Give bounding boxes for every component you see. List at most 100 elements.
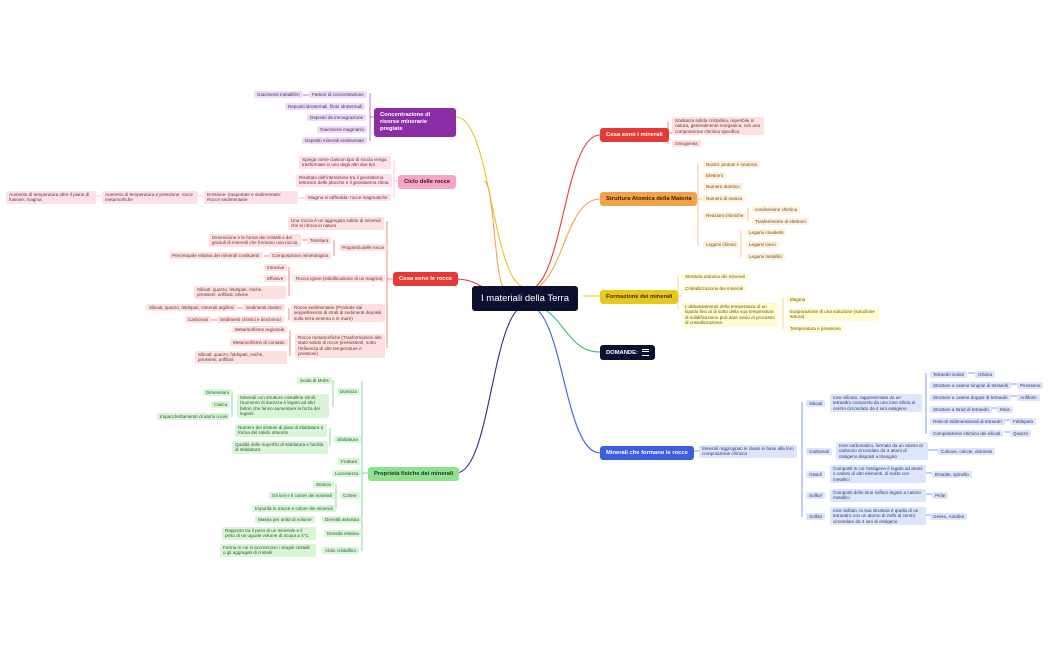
node-ioni-colore[interactable]: Gli ioni e il colore dei minerali: [269, 492, 335, 500]
node-elettroni[interactable]: Elettroni: [703, 172, 726, 180]
node-strutture-cristalline[interactable]: Minerali con strutture cristalline simil…: [237, 394, 329, 418]
node-cristallizzazione[interactable]: Cristallizzazione dei minerali: [682, 285, 746, 293]
node-proprieta-rocce[interactable]: Proprietà delle rocce: [339, 244, 388, 252]
node-silicati-ignee[interactable]: Silicati: quarzo, feldspati, miche, piro…: [194, 286, 286, 299]
node-numero-massa[interactable]: Numero di massa: [703, 195, 745, 203]
node-legami-ionici[interactable]: Legami ionici: [746, 241, 779, 249]
node-intrusive[interactable]: Intrusive: [264, 264, 288, 272]
branch-formazione-minerali[interactable]: Formazione dei minerali: [600, 290, 679, 304]
node-sedimenti-clastici[interactable]: Sedimenti clastici: [243, 304, 285, 312]
node-trasferimento-elettroni[interactable]: Trasferimento di elettroni: [752, 218, 809, 226]
node-dimensioni[interactable]: Dimensioni: [203, 389, 232, 397]
node-pirosseno[interactable]: Pirosseno: [1017, 382, 1044, 390]
node-magma-raffredda[interactable]: Magma si raffredda: rocce magmatiche: [305, 194, 391, 202]
node-massa-volume[interactable]: Massa per unità di volume: [255, 516, 315, 524]
node-reazioni-chimiche[interactable]: Reazioni chimiche: [703, 212, 747, 220]
node-solfuri-descrizione[interactable]: Composti dello ione solfuro legato a cat…: [830, 489, 926, 502]
node-quarzo[interactable]: Quarzo: [1010, 430, 1032, 438]
node-mica[interactable]: Mica: [997, 406, 1013, 414]
node-colore[interactable]: Colore: [340, 492, 360, 500]
node-striscio[interactable]: Striscio: [313, 481, 335, 489]
node-magma[interactable]: Magma: [787, 296, 809, 304]
node-legami-metallici[interactable]: Legami metallici: [746, 253, 785, 261]
node-anfibolo[interactable]: Anfibolo: [1017, 394, 1040, 402]
node-strati-tetraedri[interactable]: Strutture a strati di tetraedri: [930, 406, 992, 414]
node-durezza[interactable]: Durezza: [337, 388, 361, 396]
node-metamorfismo-regionale[interactable]: Metamorfismo regionale: [232, 326, 288, 334]
node-densita-relativa[interactable]: Densità relativa: [324, 530, 362, 538]
node-metamorfismo-contatto[interactable]: Metamorfismo di contatto: [230, 339, 288, 347]
node-sedimenti-chimici[interactable]: Sedimenti chimici e biochimici: [217, 316, 285, 324]
node-carbonati-descrizione[interactable]: Ione carbonatico, formato da un atomo di…: [836, 442, 928, 461]
node-tetraedri-isolati[interactable]: Tetraedri isolati: [930, 371, 967, 379]
node-abito-cristallino[interactable]: Abito cristallino: [322, 547, 359, 555]
branch-concentrazione-risorse[interactable]: Concentrazione di risorse minerarie preg…: [374, 108, 456, 137]
node-sfaldatura[interactable]: Sfaldatura: [334, 436, 361, 444]
node-fattore-concentrazione[interactable]: Fattore di concentrazione: [309, 91, 367, 99]
node-carbonati-sedimenti[interactable]: Carbonati: [185, 316, 211, 324]
node-roccia-definizione[interactable]: Una roccia è un aggregato solido di mine…: [288, 217, 384, 230]
node-ematite[interactable]: Ematite, spinello: [932, 471, 972, 479]
node-composizione-silicati[interactable]: Composizione chimica dei silicati: [930, 430, 1004, 438]
node-ossidi[interactable]: Ossidi: [806, 471, 825, 479]
node-condivisione-chimica[interactable]: condivisione chimica: [752, 206, 801, 214]
node-percentuale-minerali[interactable]: Percentuale relativa dei minerali costit…: [169, 252, 263, 260]
node-catene-singole[interactable]: Strutture a catene singole di tetraedri: [930, 382, 1012, 390]
node-rocce-ignee[interactable]: Rocce ignee (solidificazione di un magma…: [293, 275, 386, 283]
node-rapporto-peso[interactable]: Rapporto tra il peso di un minerale e il…: [222, 527, 316, 540]
node-abbassamento-temperatura[interactable]: L'abbassamento della temperatura di un l…: [682, 303, 778, 327]
node-aumento-temp-fusione[interactable]: Aumento di temperatura oltre il piano di…: [6, 191, 96, 204]
node-depositi-idrotermali[interactable]: Depositi idrotermali, filoni idrotermali: [285, 103, 366, 111]
node-solfati-descrizione[interactable]: Ione solfato, la sua struttura è quella …: [830, 507, 926, 526]
node-impurita-tracce[interactable]: Impurità in tracce e colore dei minerali: [252, 505, 336, 513]
node-carbonati[interactable]: Carbonati: [806, 448, 832, 456]
node-erosione-sedimentarie[interactable]: Erosione- trasportate e sedimentate: Roc…: [204, 191, 298, 204]
node-silicati-quarzo[interactable]: Silicati, quarzo, feldspati, minerali ar…: [146, 304, 238, 312]
node-pirite[interactable]: Pirite: [932, 492, 949, 500]
node-risultato-interazione[interactable]: Risultato dell'interazione tra il geosis…: [296, 174, 392, 187]
node-scala-mohs[interactable]: Scala di Mohs: [297, 377, 332, 385]
branch-struttura-atomica[interactable]: Struttura Atomica della Materia: [600, 192, 698, 206]
node-calcare[interactable]: Calcare, calcite, dolomite: [938, 448, 996, 456]
node-temperatura-pressione[interactable]: Temperatura e pressione: [787, 325, 844, 333]
node-silicati-descrizione[interactable]: Ione silicato, rappresentato da un tetra…: [830, 394, 922, 413]
node-lucentezza[interactable]: Lucentezza: [332, 470, 362, 478]
node-feldspato[interactable]: Feldspato: [1010, 418, 1037, 426]
node-composizione-mineralogica[interactable]: Composizione mineralogica: [269, 252, 332, 260]
branch-ciclo-rocce[interactable]: Ciclo delle rocce: [398, 175, 457, 189]
node-impacchettamento[interactable]: Impacchettamento di atomi o ioni: [157, 413, 231, 421]
node-minerali-raggruppati[interactable]: Minerali raggruppati in classi in base a…: [699, 445, 797, 458]
branch-domande[interactable]: DOMANDE:: [600, 345, 655, 361]
branch-cosa-sono-i-minerali[interactable]: Cosa sono i minerali: [600, 128, 669, 142]
node-struttura-atomica-minerali[interactable]: Struttura atomica dei minerali: [682, 273, 748, 281]
node-catene-doppie[interactable]: Strutture a catene doppie di tetraedri: [930, 394, 1011, 402]
node-depositi-immagrazione[interactable]: Depositi da immagrazione: [307, 114, 367, 122]
branch-proprieta-fisiche[interactable]: Proprietà fisiche dei minerali: [368, 467, 460, 481]
node-aumento-temp-pressione[interactable]: Aumento di temperatura e pressione: rocc…: [102, 191, 198, 204]
node-legami-covalenti[interactable]: Legami covalenti: [746, 229, 787, 237]
node-rocce-metamorfiche[interactable]: Rocce metamorfiche (Trasformazioni allo …: [295, 334, 385, 358]
node-evaporazione[interactable]: Evaporazione di una soluzione (soluzione…: [787, 308, 879, 321]
node-definizione-minerale[interactable]: Sostanza solida cristallina, reperibile …: [672, 117, 764, 136]
node-numero-sistemi[interactable]: Numero dei sistemi di piani di sfaldatur…: [235, 424, 327, 437]
node-effusive[interactable]: Effusive: [264, 275, 287, 283]
node-depositi-sedimentari[interactable]: Depositi minerali sedimentari: [302, 137, 367, 145]
node-solfuri[interactable]: Solfuri: [806, 492, 826, 500]
node-giacimenti-magmatici[interactable]: Giacimenti magmatici: [317, 126, 367, 134]
node-reticoli-tridimensionali[interactable]: Reticoli tridimensionali di tetraedri: [930, 418, 1005, 426]
branch-minerali-rocce[interactable]: Minerali che formano le rocce: [600, 446, 694, 460]
node-silicati[interactable]: Silicati: [806, 400, 826, 408]
node-giacimenti-metalliferi[interactable]: Giacimenti metalliferi: [254, 91, 303, 99]
node-rocce-sedimentarie[interactable]: Rocce sedimentarie (Prodotte dal seppell…: [291, 304, 385, 323]
node-legami-chimici[interactable]: Legami chimici: [703, 241, 740, 249]
node-carica[interactable]: Carica: [211, 401, 231, 409]
node-omogenea[interactable]: Omogenea: [672, 140, 701, 148]
node-tessitura[interactable]: Tessitura: [307, 237, 332, 245]
central-topic[interactable]: I materiali della Terra: [472, 286, 579, 311]
node-gesso[interactable]: Gesso, Anidrite: [930, 513, 968, 521]
branch-cosa-sono-rocce[interactable]: Cosa sono le rocce: [393, 272, 459, 286]
node-qualita-superfici[interactable]: Qualità delle superfici di sfaldatura e …: [232, 441, 328, 454]
node-dimensione-forme[interactable]: Dimensione e le forme dei cristalli o de…: [209, 234, 301, 247]
node-nuclei[interactable]: Nuclei: protoni e neutroni: [703, 161, 761, 169]
node-olivina[interactable]: Olivina: [975, 371, 996, 379]
